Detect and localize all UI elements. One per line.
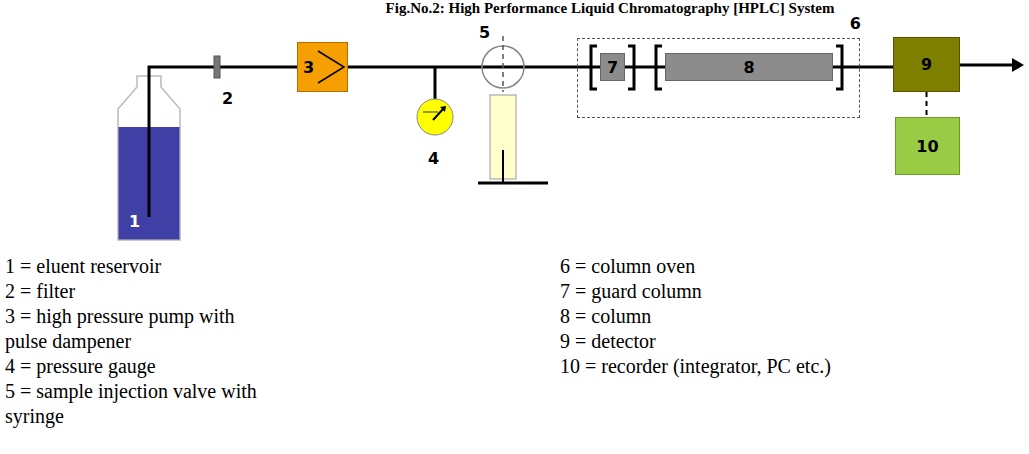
bracket xyxy=(591,46,597,89)
pressure-gauge xyxy=(417,99,453,135)
bracket xyxy=(836,46,842,89)
callout-number: 5 xyxy=(479,20,490,45)
callout-number: 9 xyxy=(921,55,932,74)
callout-number: 3 xyxy=(303,58,314,77)
callout-number: 10 xyxy=(916,137,938,156)
key-entry: 1 = eluent reservoir xyxy=(5,254,405,279)
key-entry: 10 = recorder (integrator, PC etc.) xyxy=(560,354,1000,379)
syringe-plunger xyxy=(502,150,504,183)
callout-number: 6 xyxy=(850,14,861,33)
bracket xyxy=(628,46,634,89)
flow-line xyxy=(625,66,665,69)
key-entry: 9 = detector xyxy=(560,329,1000,354)
key-entry: 4 = pressure gauge xyxy=(5,354,405,379)
outflow-arrowhead xyxy=(1012,58,1024,72)
valve-axis xyxy=(502,36,504,92)
pump-box: 3 xyxy=(297,42,348,92)
detector-box: 9 xyxy=(893,37,960,92)
figure-title: Fig.No.2: High Performance Liquid Chroma… xyxy=(300,0,920,17)
callout-number: 4 xyxy=(428,146,439,171)
gauge-needle-tip xyxy=(440,106,446,112)
bracket xyxy=(656,46,662,89)
eluent-reservoir: 1 xyxy=(117,75,181,241)
syringe-handle xyxy=(478,182,548,185)
flow-line xyxy=(149,67,297,75)
key-entry: 8 = column xyxy=(560,304,1000,329)
signal-line xyxy=(926,92,928,117)
callout-number: 7 xyxy=(607,58,618,77)
recorder-box: 10 xyxy=(895,117,960,175)
key-entry: 7 = guard column xyxy=(560,279,1000,304)
guard-column: 7 xyxy=(600,53,625,81)
callout-number: 2 xyxy=(222,86,233,111)
key-entry: 6 = column oven xyxy=(560,254,1000,279)
column-oven: 678 xyxy=(577,38,860,118)
bottle-outline xyxy=(117,75,181,241)
column: 8 xyxy=(665,53,833,81)
callout-number: 1 xyxy=(129,212,140,231)
gauge-scale xyxy=(423,112,438,113)
flow-line xyxy=(348,66,600,69)
key-entry: 5 = sample injection valve with syringe xyxy=(5,379,297,429)
key-entry: 2 = filter xyxy=(5,279,405,304)
outflow-line xyxy=(960,64,1016,67)
gauge-needle xyxy=(433,108,444,120)
key-entry: 3 = high pressure pump with pulse dampen… xyxy=(5,304,237,354)
gauge-line xyxy=(434,67,437,99)
callout-number: 8 xyxy=(743,58,754,77)
filter-symbol xyxy=(214,56,220,78)
